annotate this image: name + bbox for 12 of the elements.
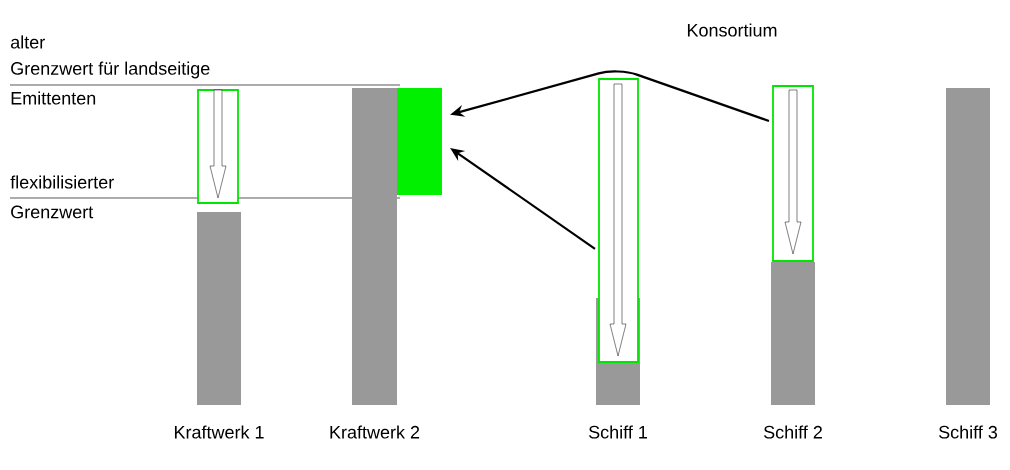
bar-label: Schiff 1: [588, 425, 647, 439]
bar-label: Kraftwerk 2: [330, 425, 420, 439]
heading: Konsortium: [687, 23, 777, 37]
bar-label: Schiff 3: [938, 425, 998, 439]
limit-label: Emittenten: [11, 91, 96, 105]
limit-label: flexibilisierter: [10, 175, 114, 189]
bar-label: Schiff 2: [763, 425, 822, 439]
limit-label: Grenzwert für landseitige: [11, 61, 210, 79]
bar-label: Kraftwerk 1: [174, 425, 264, 439]
limit-label: alter: [11, 35, 45, 49]
limit-label: Grenzwert: [11, 205, 94, 219]
surplus-box: [397, 88, 442, 195]
